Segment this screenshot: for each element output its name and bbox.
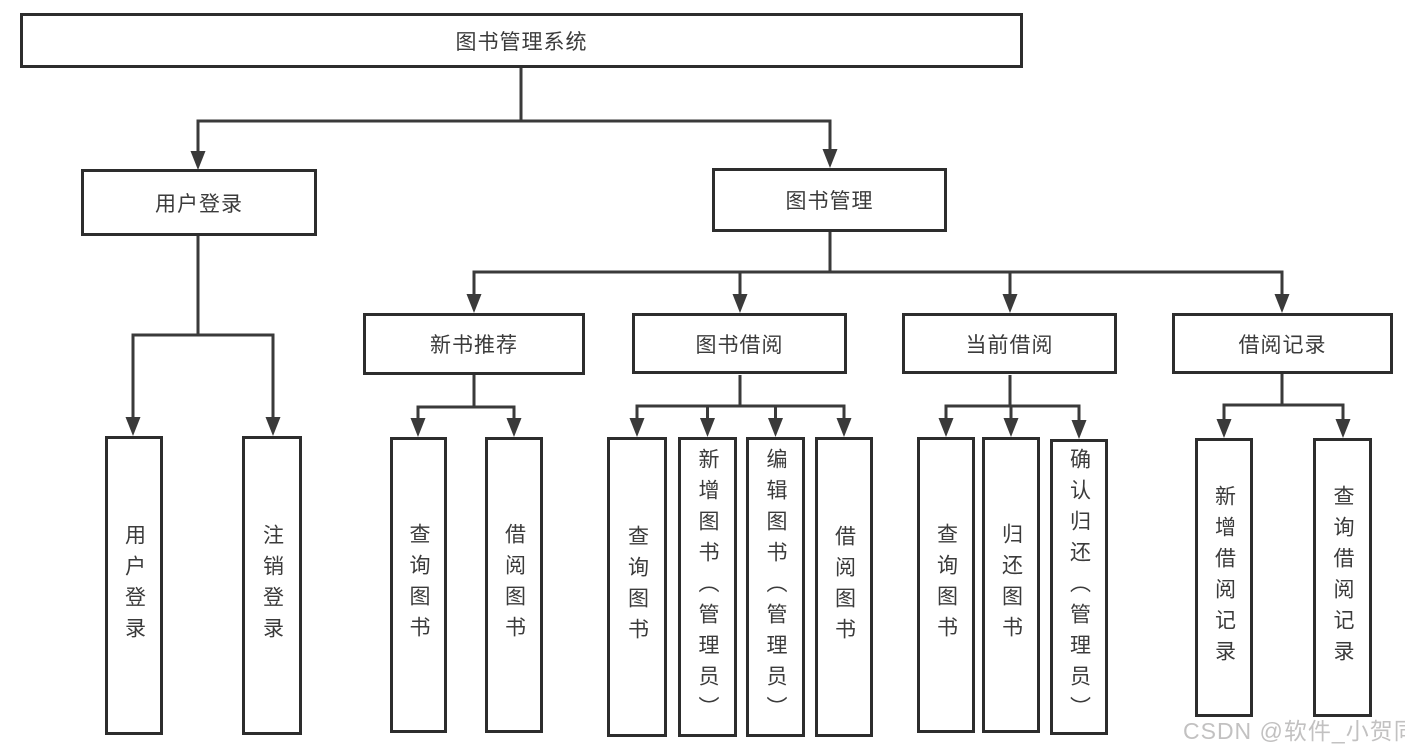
node-label: 归还图书	[999, 523, 1023, 647]
node-label: 新增借阅记录	[1212, 484, 1236, 671]
node-label: 借阅记录	[1238, 333, 1327, 357]
connector-book-borrow-children	[629, 375, 852, 437]
connector-new-books-children	[410, 375, 522, 437]
connector-borrow-records-children	[1216, 374, 1351, 438]
node-leaf-logout: 注销登录	[242, 436, 302, 735]
node-leaf-borrow-add: 新增图书（管理员）	[678, 437, 737, 737]
node-leaf-borrow-borrow: 借阅图书	[815, 437, 873, 737]
connector-current-borrow-children	[938, 375, 1087, 439]
node-leaf-user-login: 用户登录	[105, 436, 163, 735]
node-label: 当前借阅	[965, 333, 1054, 357]
node-leaf-borrow-edit: 编辑图书（管理员）	[746, 437, 805, 737]
node-leaf-records-add: 新增借阅记录	[1195, 438, 1253, 717]
node-leaf-newbooks-borrow: 借阅图书	[485, 437, 543, 733]
watermark: CSDN @软件_小贺同学	[1183, 712, 1405, 746]
node-label: 编辑图书（管理员）	[764, 447, 787, 727]
node-root: 图书管理系统	[20, 13, 1023, 68]
node-leaf-newbooks-query: 查询图书	[390, 437, 447, 733]
node-label: 新书推荐	[430, 334, 518, 357]
node-label: 新增图书（管理员）	[696, 447, 719, 727]
node-label: 借阅图书	[502, 523, 526, 647]
node-borrow-records: 借阅记录	[1172, 313, 1393, 374]
node-label: 用户登录	[122, 523, 146, 648]
node-label: 查询借阅记录	[1331, 484, 1354, 671]
connector-root-children	[190, 68, 838, 170]
node-label: 借阅图书	[832, 525, 856, 649]
node-user-login: 用户登录	[81, 169, 317, 236]
node-label: 图书借阅	[695, 333, 784, 357]
node-book-borrow: 图书借阅	[632, 313, 847, 374]
watermark-text: CSDN @软件_小贺同	[1183, 718, 1405, 744]
node-label: 查询图书	[625, 525, 649, 649]
node-label: 确认归还（管理员）	[1067, 447, 1091, 727]
connector-user-login-children	[125, 236, 281, 436]
node-current-borrow: 当前借阅	[902, 313, 1117, 374]
node-label: 查询图书	[407, 523, 430, 647]
node-book-mgmt: 图书管理	[712, 168, 947, 232]
node-leaf-current-confirm: 确认归还（管理员）	[1050, 439, 1108, 735]
node-new-books: 新书推荐	[363, 313, 585, 375]
node-label: 图书管理	[785, 190, 874, 213]
node-leaf-current-return: 归还图书	[982, 437, 1040, 733]
node-leaf-current-query: 查询图书	[917, 437, 975, 733]
node-leaf-records-query: 查询借阅记录	[1313, 438, 1372, 717]
node-label: 图书管理系统	[455, 30, 588, 54]
node-label: 用户登录	[155, 192, 243, 216]
node-label: 注销登录	[260, 523, 284, 648]
node-leaf-borrow-query: 查询图书	[607, 437, 667, 737]
connector-book-mgmt-children	[466, 232, 1290, 313]
node-label: 查询图书	[934, 523, 958, 647]
